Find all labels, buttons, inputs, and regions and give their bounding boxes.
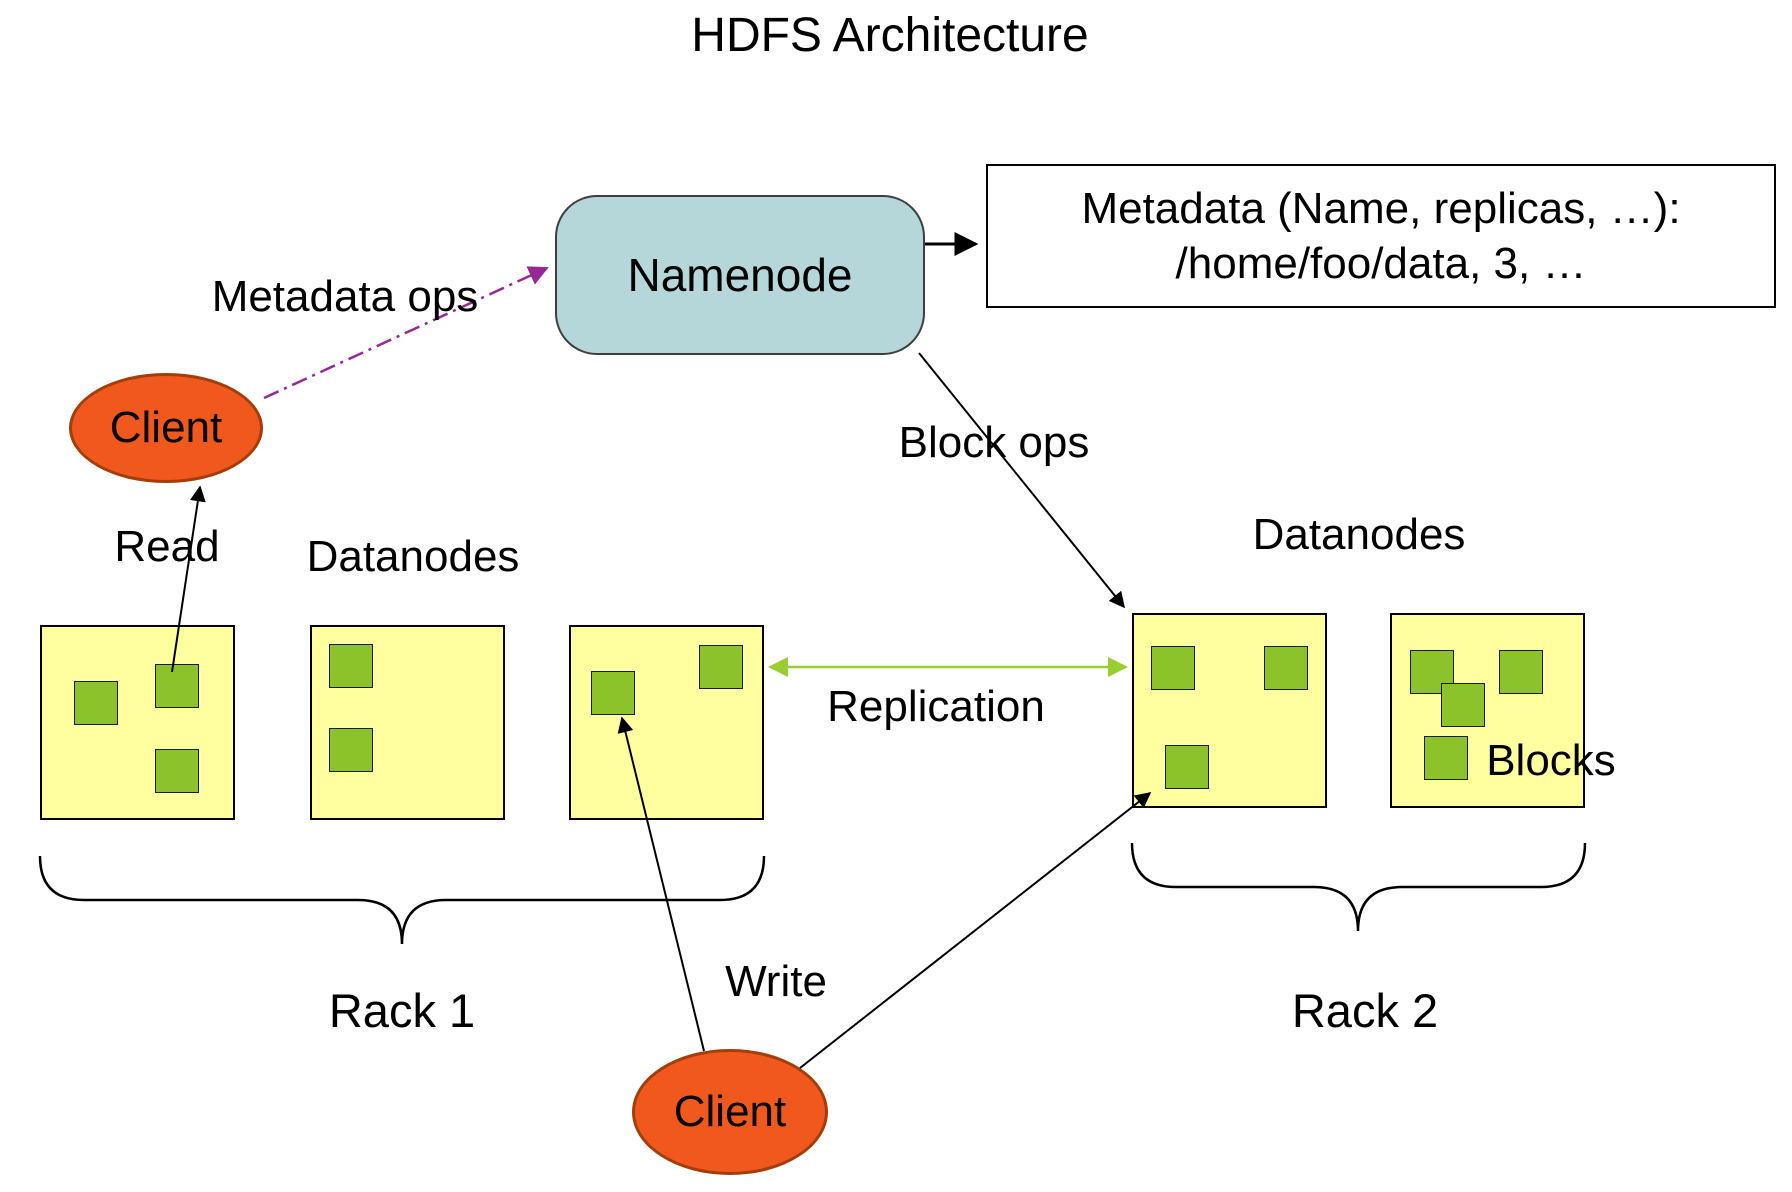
replication-label: Replication	[827, 682, 1045, 731]
rack2-brace	[1130, 842, 1587, 932]
write-label: Write	[725, 957, 827, 1006]
rack2-label: Rack 2	[1291, 984, 1439, 1037]
datanode-rack1-3	[569, 625, 764, 820]
block-ops-label: Block ops	[898, 418, 1090, 467]
block-icon	[1410, 650, 1454, 694]
client-top-label: Client	[109, 403, 223, 452]
read-label: Read	[114, 522, 220, 571]
datanodes-right-label: Datanodes	[1252, 510, 1466, 559]
namenode-label: Namenode	[627, 249, 853, 301]
block-icon	[329, 644, 373, 688]
datanode-rack2-2	[1390, 613, 1585, 808]
metadata-ops-label: Metadata ops	[211, 272, 479, 321]
block-icon	[1165, 745, 1209, 789]
write-arrow-right	[799, 792, 1152, 1069]
datanode-rack2-1	[1132, 613, 1327, 808]
block-icon	[74, 681, 118, 725]
block-icon	[155, 664, 199, 708]
metadata-line2: /home/foo/data, 3, …	[1175, 239, 1587, 288]
client-top-ellipse: Client	[69, 373, 263, 483]
rack1-brace	[38, 855, 766, 945]
diagram-title: HDFS Architecture	[691, 9, 1089, 62]
metadata-box: Metadata (Name, replicas, …): /home/foo/…	[986, 164, 1776, 308]
metadata-line1: Metadata (Name, replicas, …):	[1081, 184, 1681, 233]
block-icon	[699, 645, 743, 689]
blocks-label: Blocks	[1486, 736, 1616, 785]
datanode-rack1-2	[310, 625, 505, 820]
block-icon	[1441, 683, 1485, 727]
block-icon	[1151, 646, 1195, 690]
block-icon	[1499, 650, 1543, 694]
client-bottom-label: Client	[673, 1087, 787, 1136]
block-icon	[1264, 646, 1308, 690]
block-icon	[591, 671, 635, 715]
client-bottom-ellipse: Client	[632, 1049, 828, 1175]
datanodes-left-label: Datanodes	[306, 532, 520, 581]
block-ops-arrow	[918, 352, 1126, 609]
block-icon	[155, 749, 199, 793]
namenode-box: Namenode	[555, 195, 925, 355]
rack1-label: Rack 1	[328, 984, 476, 1037]
block-icon	[1424, 736, 1468, 780]
datanode-rack1-1	[40, 625, 235, 820]
block-icon	[329, 728, 373, 772]
